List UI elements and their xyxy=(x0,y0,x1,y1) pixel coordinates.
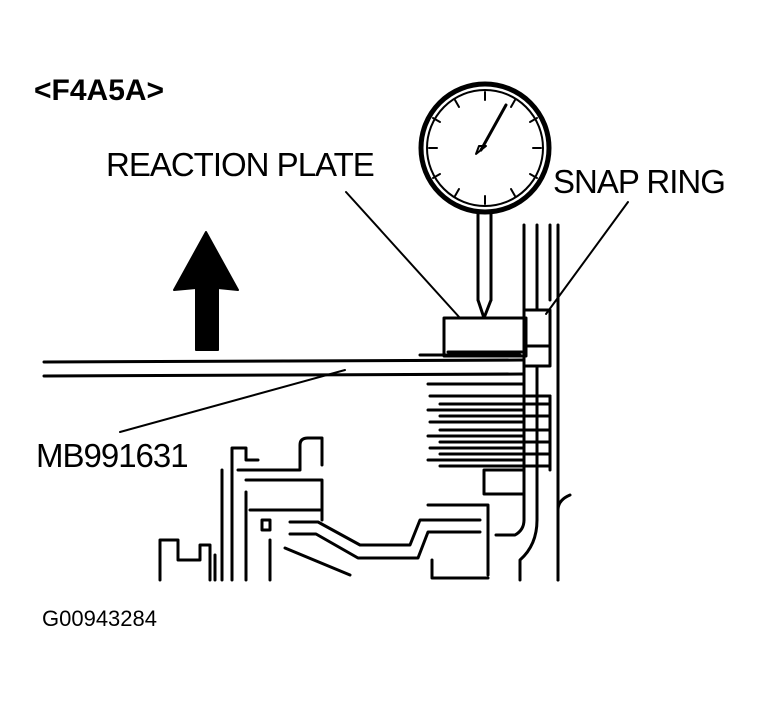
dial-indicator-icon xyxy=(418,81,552,320)
callout-leaders xyxy=(119,191,629,433)
figure-id: G00943284 xyxy=(42,606,157,631)
lower-assembly xyxy=(158,436,490,582)
tool-label: MB991631 xyxy=(36,437,189,474)
snap-ring-label: SNAP RING xyxy=(553,163,726,200)
model-label: <F4A5A> xyxy=(34,74,165,107)
reaction-plate xyxy=(442,316,528,358)
tool-bar xyxy=(42,353,526,378)
clutch-plates xyxy=(426,382,552,496)
reaction-plate-label: REACTION PLATE xyxy=(106,146,375,183)
up-arrow-icon xyxy=(173,231,239,351)
